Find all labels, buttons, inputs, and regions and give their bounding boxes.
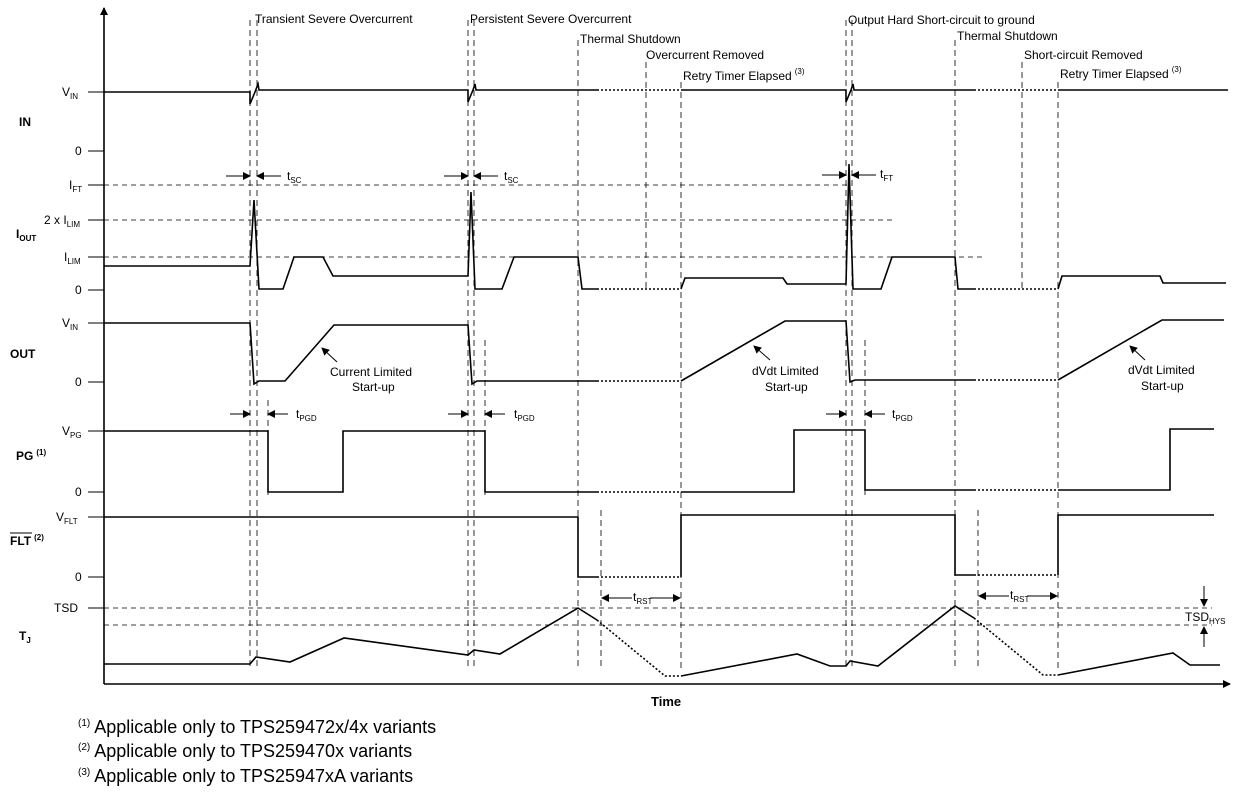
tft-label: tFT: [880, 167, 893, 183]
waveform-pg: [104, 428, 1214, 493]
footnote-3: (3)Applicable only to TPS25947xA variant…: [78, 766, 413, 786]
event-hard-short: Output Hard Short-circuit to ground: [848, 13, 1035, 27]
event-retry-1: Retry Timer Elapsed(3): [683, 67, 805, 83]
signal-out: OUT: [10, 347, 36, 361]
footnotes: (1)Applicable only to TPS259472x/4x vari…: [78, 717, 436, 786]
level-tsd: TSD: [54, 601, 78, 615]
event-thermal-1: Thermal Shutdown: [580, 32, 681, 46]
signal-pg: PG(1): [16, 448, 46, 463]
signal-tj: TJ: [19, 629, 31, 645]
level-zero-pg: 0: [75, 485, 82, 499]
trst-label-1: tRST: [633, 590, 652, 606]
signal-labels: IN IOUT OUT PG(1) FLT(2) TJ: [10, 115, 46, 645]
event-persistent: Persistent Severe Overcurrent: [470, 12, 632, 26]
level-vpg: VPG: [62, 424, 82, 440]
tpgd-label-1: tPGD: [296, 407, 317, 423]
tsd-hys-label: TSDHYS: [1185, 610, 1225, 626]
footnote-2: (2)Applicable only to TPS259470x variant…: [78, 741, 412, 761]
signal-iout: IOUT: [16, 227, 36, 243]
waveform-iout: [104, 163, 1226, 290]
tsc-label-1: tSC: [287, 169, 302, 185]
event-thermal-2: Thermal Shutdown: [957, 29, 1058, 43]
event-guides: [249, 20, 1059, 670]
annotations: Current Limited Start-up dVdt Limited St…: [321, 345, 1195, 394]
dvdt-limited-label-1: dVdt Limited: [752, 364, 819, 378]
waveform-in: [104, 80, 1228, 105]
level-zero-iout: 0: [75, 283, 82, 297]
startup-label-3: Start-up: [1141, 379, 1184, 393]
level-vin-out: VIN: [62, 316, 78, 332]
x-axis-title: Time: [651, 694, 681, 709]
startup-label-1: Start-up: [352, 380, 395, 394]
tpgd-label-3: tPGD: [892, 407, 913, 423]
tpgd-label-2: tPGD: [514, 407, 535, 423]
tsc-label-2: tSC: [504, 169, 519, 185]
event-retry-2: Retry Timer Elapsed(3): [1060, 65, 1182, 81]
level-guides: [104, 184, 1212, 626]
waveform-flt: [104, 514, 1214, 578]
level-vflt: VFLT: [56, 510, 78, 526]
level-ilim: ILIM: [64, 250, 81, 266]
trst-label-2: tRST: [1010, 588, 1029, 604]
waveform-tj: [104, 605, 1220, 677]
event-sc-removed: Short-circuit Removed: [1024, 48, 1143, 62]
level-2x-ilim: 2 x ILIM: [44, 213, 80, 229]
level-vin-in: VIN: [62, 85, 78, 101]
current-limited-label: Current Limited: [330, 365, 412, 379]
signal-in: IN: [19, 115, 31, 129]
startup-label-2: Start-up: [765, 380, 808, 394]
event-oc-removed: Overcurrent Removed: [646, 48, 764, 62]
event-transient: Transient Severe Overcurrent: [255, 12, 413, 26]
dvdt-limited-label-2: dVdt Limited: [1128, 363, 1195, 377]
footnote-1: (1)Applicable only to TPS259472x/4x vari…: [78, 717, 436, 737]
level-labels: VIN 0 IFT 2 x ILIM ILIM 0 VIN 0 VPG 0 VF…: [44, 85, 82, 615]
level-zero-out: 0: [75, 375, 82, 389]
level-ticks: [88, 91, 104, 609]
level-ift: IFT: [69, 178, 82, 194]
level-zero-in: 0: [75, 144, 82, 158]
event-labels: Transient Severe Overcurrent Persistent …: [255, 12, 1182, 83]
level-zero-flt: 0: [75, 570, 82, 584]
signal-flt: FLT(2): [10, 533, 44, 548]
waveform-out: [104, 319, 1224, 386]
axes: Time: [100, 7, 1231, 709]
timing-markers: tSC tSC tFT tPGD tPGD tPGD tRST tRST TSD…: [226, 167, 1225, 647]
